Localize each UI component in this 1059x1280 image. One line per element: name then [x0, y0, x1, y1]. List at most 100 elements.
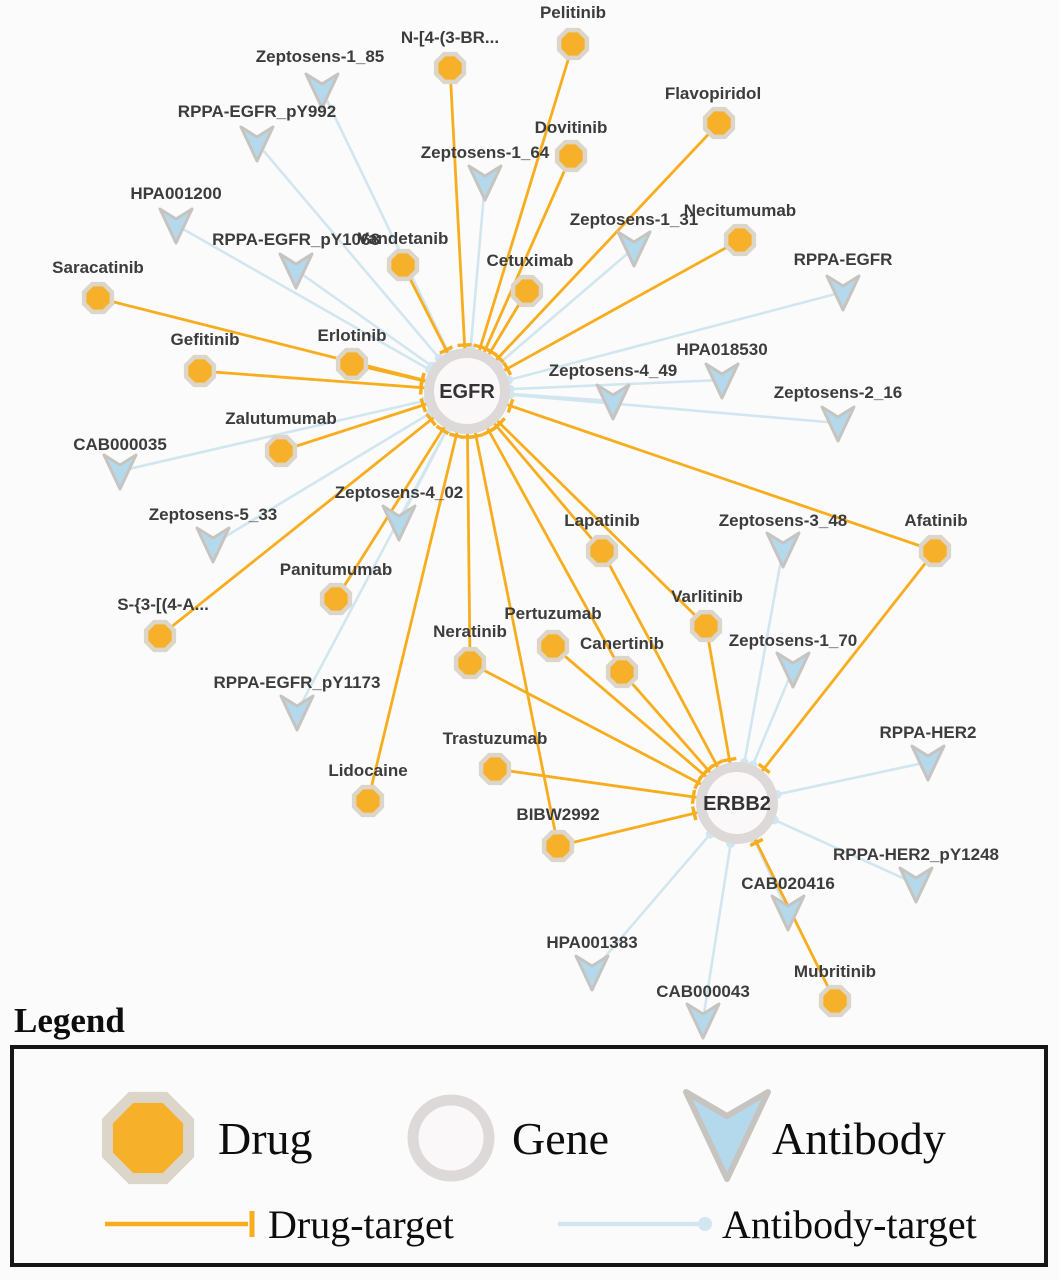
node-label-cetuximab: Cetuximab [487, 251, 574, 270]
node-label-cab000043: CAB000043 [656, 982, 750, 1001]
gene-node-erbb2[interactable] [696, 762, 778, 844]
antibody-node-rppa-egfr-py1173[interactable] [279, 694, 315, 732]
legend-drug-icon [101, 1091, 195, 1185]
antibody-node-zeptosens-1-85[interactable] [304, 72, 340, 110]
drug-edge-tee-vandetanib [439, 345, 454, 355]
drug-edge-tee-varlitinib [722, 756, 737, 763]
node-label-afatinib: Afatinib [904, 511, 967, 530]
drug-node-vandetanib[interactable] [386, 248, 420, 282]
antibody-node-cab000035[interactable] [102, 453, 138, 491]
drug-edge-tee-varlitinib [493, 417, 506, 430]
drug-node-dovitinib[interactable] [554, 139, 588, 173]
antibody-target-edge-zeptosens-5-33 [212, 389, 468, 546]
drug-node-gefitinib[interactable] [183, 354, 217, 388]
drug-target-edge-afatinib-egfr [466, 389, 936, 553]
drug-node-s-3-4-a[interactable] [143, 619, 177, 653]
drug-target-edge-neratinib-erbb2 [469, 661, 738, 805]
legend-antibody-target-label: Antibody-target [722, 1202, 977, 1247]
node-label-rppa-her2-py1248: RPPA-HER2_pY1248 [833, 845, 999, 864]
drug-node-panitumumab[interactable] [319, 582, 353, 616]
drug-target-edge-flavopiridol-egfr [465, 122, 721, 392]
drug-edge-tee-erlotinib [418, 373, 426, 388]
node-label-zeptosens-1-31: Zeptosens-1_31 [570, 210, 699, 229]
antibody-node-zeptosens-1-64[interactable] [467, 164, 503, 202]
drug-node-zalutumumab[interactable] [264, 434, 298, 468]
drug-node-pelitinib[interactable] [556, 27, 590, 61]
antibody-node-rppa-egfr-py1068[interactable] [278, 252, 314, 290]
drug-node-cetuximab[interactable] [510, 274, 544, 308]
drug-node-pertuzumab[interactable] [536, 629, 570, 663]
gene-node-egfr[interactable] [424, 348, 510, 434]
label-layer: EGFRERBB2PelitinibN-[4-(3-BR...Dovitinib… [52, 3, 999, 1001]
antibody-node-zeptosens-1-31[interactable] [616, 230, 652, 268]
node-label-canertinib: Canertinib [580, 634, 664, 653]
node-label-mubritinib: Mubritinib [794, 962, 876, 981]
antibody-node-hpa001383[interactable] [574, 954, 610, 992]
drug-node-trastuzumab[interactable] [478, 752, 512, 786]
node-label-n-4-3-br: N-[4-(3-BR... [401, 28, 499, 47]
node-label-cab000035: CAB000035 [73, 435, 167, 454]
antibody-node-rppa-egfr[interactable] [825, 274, 861, 312]
antibody-node-rppa-egfr-py992[interactable] [239, 125, 275, 163]
antibody-node-rppa-her2[interactable] [910, 744, 946, 782]
legend-box [10, 1045, 1048, 1267]
node-label-trastuzumab: Trastuzumab [443, 729, 548, 748]
node-label-s-3-4-a: S-{3-[(4-A... [117, 595, 209, 614]
antibody-node-rppa-her2-py1248[interactable] [898, 866, 934, 904]
antibody-target-edge-rppa-egfr-py1173 [295, 390, 469, 713]
antibody-target-edge-hpa001200 [175, 223, 468, 393]
drug-node-canertinib[interactable] [605, 655, 639, 689]
antibody-node-hpa018530[interactable] [704, 362, 740, 400]
drug-node-afatinib[interactable] [918, 534, 952, 568]
drug-node-saracatinib[interactable] [81, 281, 115, 315]
drug-edge-tee-afatinib [757, 762, 771, 775]
node-label-vandetanib: Vandetanib [358, 229, 449, 248]
antibody-node-zeptosens-2-16[interactable] [820, 405, 856, 443]
legend-drug-target-label: Drug-target [268, 1202, 454, 1247]
drug-target-edge-lidocaine-egfr [366, 390, 469, 802]
legend-antibody-target-dot [698, 1217, 712, 1231]
node-label-flavopiridol: Flavopiridol [665, 84, 761, 103]
node-label-rppa-egfr: RPPA-EGFR [794, 250, 893, 269]
node-label-lapatinib: Lapatinib [564, 511, 640, 530]
drug-node-varlitinib[interactable] [689, 609, 723, 643]
antibody-node-zeptosens-4-49[interactable] [595, 383, 631, 421]
node-label-zeptosens-1-85: Zeptosens-1_85 [256, 47, 385, 66]
legend-title: Legend [14, 1001, 125, 1040]
node-label-panitumumab: Panitumumab [280, 560, 392, 579]
drug-node-lapatinib[interactable] [585, 534, 619, 568]
antibody-target-edge-cab000035 [119, 389, 468, 473]
node-label-zeptosens-4-49: Zeptosens-4_49 [549, 361, 678, 380]
antibody-node-zeptosens-3-48[interactable] [765, 531, 801, 569]
node-layer [81, 27, 952, 1040]
drug-node-mubritinib[interactable] [818, 984, 852, 1018]
antibody-node-zeptosens-5-33[interactable] [195, 526, 231, 564]
node-label-necitumumab: Necitumumab [684, 201, 796, 220]
drug-node-necitumumab[interactable] [723, 223, 757, 257]
node-label-varlitinib: Varlitinib [671, 587, 743, 606]
node-label-hpa001383: HPA001383 [546, 933, 637, 952]
drug-node-lidocaine[interactable] [351, 784, 385, 818]
antibody-node-cab020416[interactable] [770, 894, 806, 932]
drug-node-neratinib[interactable] [453, 646, 487, 680]
drug-node-n-4-3-br[interactable] [433, 51, 467, 85]
node-label-rppa-egfr-py1173: RPPA-EGFR_pY1173 [214, 673, 381, 692]
drug-node-bibw2992[interactable] [541, 829, 575, 863]
drug-node-erlotinib[interactable] [335, 347, 369, 381]
drug-target-edge-bibw2992-egfr [465, 390, 560, 847]
legend-antibody-icon [683, 1089, 771, 1182]
drug-edge-tee-zalutumumab [419, 397, 427, 413]
antibody-node-zeptosens-1-70[interactable] [775, 651, 811, 689]
drug-target-edge-canertinib-egfr [465, 390, 624, 673]
drug-node-flavopiridol[interactable] [702, 106, 736, 140]
antibody-target-edge-rppa-egfr [466, 290, 844, 393]
antibody-node-cab000043[interactable] [685, 1002, 721, 1040]
drug-edge-tee-bibw2992 [690, 806, 698, 821]
drug-target-edge-lapatinib-erbb2 [600, 550, 739, 804]
antibody-node-zeptosens-4-02[interactable] [381, 504, 417, 542]
node-label-neratinib: Neratinib [433, 622, 507, 641]
antibody-node-hpa001200[interactable] [158, 207, 194, 245]
drug-edge-tee-s-3-4-a [425, 413, 437, 427]
